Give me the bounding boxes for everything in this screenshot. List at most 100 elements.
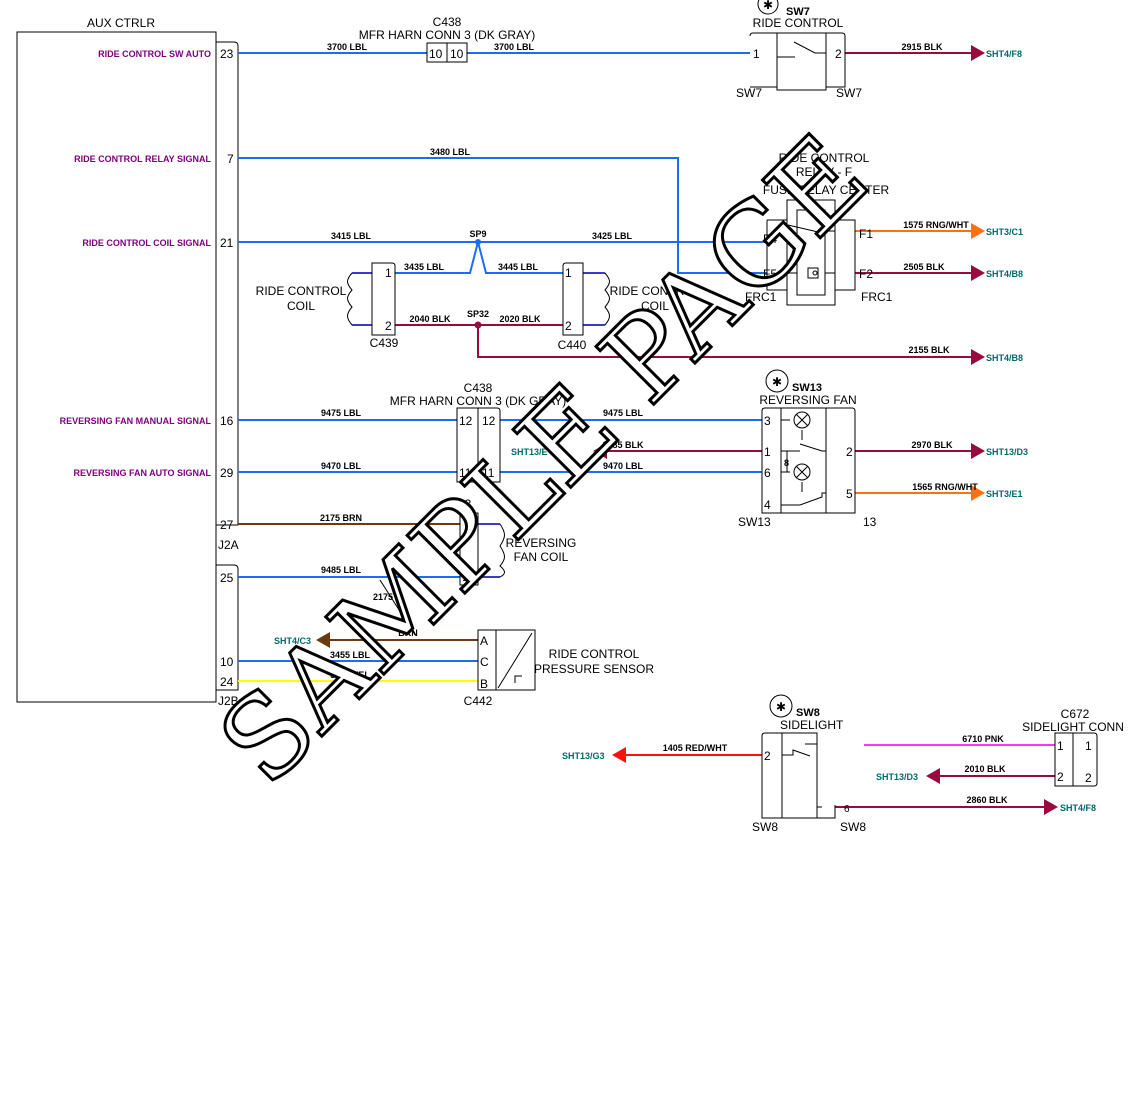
sheet-ref-link[interactable]: SHT4/F8 xyxy=(986,49,1022,59)
component-id: SW8 xyxy=(796,707,820,719)
pin-number: 27 xyxy=(220,518,234,532)
sheet-ref-link[interactable]: SHT3/E1 xyxy=(986,489,1023,499)
location-label: SW7 xyxy=(736,86,762,100)
connector-j2b xyxy=(216,564,239,691)
pin-number: 4 xyxy=(764,498,771,512)
component-name: RIDE CONTROL xyxy=(610,284,701,298)
sheet-ref-link[interactable]: SHT4/B8 xyxy=(986,353,1023,363)
wire-label: 3700 LBL xyxy=(494,42,535,52)
pin-number: 6 xyxy=(764,466,771,480)
switch-sw7: ✱ SW7 RIDE CONTROL 1 2 SW7 SW7 xyxy=(736,0,862,100)
wire-label: BRN xyxy=(398,628,418,638)
pin-number: 2 xyxy=(1057,770,1064,784)
wire-label: 3445 LBL xyxy=(498,262,539,272)
connector-id: C442 xyxy=(464,694,493,708)
pin-number: 1 xyxy=(753,47,760,61)
splices: SP9 SP32 xyxy=(467,229,489,329)
pin-number: F4 xyxy=(763,232,777,246)
sheet-ref-link[interactable]: SHT13/D3 xyxy=(876,772,918,782)
connector-j2b-label: J2B xyxy=(218,694,239,708)
wire-label: 2040 BLK xyxy=(409,314,451,324)
connector-j2a-label: J2A xyxy=(218,538,239,552)
connector-id: C443 xyxy=(443,497,472,511)
wire-label: 2175 xyxy=(373,592,393,602)
pin-number: C xyxy=(480,655,489,669)
pin-number: 25 xyxy=(220,571,234,585)
sheet-ref-link[interactable]: SHT4/C3 xyxy=(274,636,311,646)
pin-number: 11 xyxy=(459,466,472,480)
wire-label: 9470 LBL xyxy=(321,461,362,471)
component-name: COIL xyxy=(287,299,315,313)
sheet-ref-link[interactable]: SHT13/E xyxy=(511,447,548,457)
asterisk-icon: ✱ xyxy=(763,0,773,12)
reversing-fan-coil: C443 1 REVERSING FAN COIL xyxy=(443,497,577,586)
pin-number: 16 xyxy=(220,414,234,428)
pin-number: F5 xyxy=(763,267,777,281)
wire-2175-leader xyxy=(379,579,416,636)
pin-number: 2 xyxy=(385,319,392,333)
splice-label: SP32 xyxy=(467,309,489,319)
pin-number: 2 xyxy=(846,445,853,459)
wire-label: 1565 RNG/WHT xyxy=(912,482,978,492)
module-box xyxy=(16,31,217,703)
location-label: SW13 xyxy=(738,515,771,529)
location-label: FRC1 xyxy=(745,290,777,304)
wire-label: 3415 LBL xyxy=(331,231,372,241)
pin-number: 10 xyxy=(220,655,234,669)
sheet-ref-link[interactable]: SHT4/F8 xyxy=(1060,803,1096,813)
wire-label: 2010 BLK xyxy=(964,764,1006,774)
pin-number: 12 xyxy=(459,414,473,428)
wire-label: 3700 LBL xyxy=(327,42,368,52)
pin-number: A xyxy=(480,634,488,648)
signal-label: RIDE CONTROL RELAY SIGNAL xyxy=(74,154,211,164)
component-name: SIDELIGHT xyxy=(780,718,844,732)
splice-sp32 xyxy=(474,321,482,329)
pin-number: 1 xyxy=(1057,739,1064,753)
wire-label: 2915 BLK xyxy=(901,42,943,52)
wire-2155 xyxy=(477,325,985,365)
signal-label: REVERSING FAN AUTO SIGNAL xyxy=(73,468,211,478)
wire-label: 2155 BLK xyxy=(908,345,950,355)
pin-number: 11 xyxy=(482,466,495,480)
component-name: RIDE CONTROL xyxy=(256,284,347,298)
wire-label: 9470 LBL xyxy=(603,461,644,471)
connector-name: MFR HARN CONN 3 (DK GRAY) xyxy=(359,28,535,42)
inner-label: 8 xyxy=(784,458,789,468)
location-label: SW8 xyxy=(752,820,778,834)
connector-id: C438 xyxy=(464,381,493,395)
switch-sw8: ✱ SW8 SIDELIGHT 2 6 SW8 SW8 xyxy=(752,694,866,834)
component-name: RIDE CONTROL xyxy=(779,151,870,165)
sheet-references[interactable]: SHT4/F8 SHT3/C1 SHT4/B8 SHT4/B8 SHT13/E … xyxy=(274,49,1096,813)
component-id: SW7 xyxy=(786,6,810,18)
connector-name: MFR HARN CONN 3 (DK GRAY) xyxy=(390,394,566,408)
asterisk-icon xyxy=(769,694,793,718)
signal-label: RIDE CONTROL SW AUTO xyxy=(98,49,211,59)
connector-name: SIDELIGHT CONN xyxy=(1022,720,1124,734)
pin-number: 1 xyxy=(462,570,469,584)
component-name: REVERSING FAN xyxy=(759,393,856,407)
component-name: FAN COIL xyxy=(514,550,569,564)
wires xyxy=(238,45,1058,815)
pressure-sensor: A C B C442 RIDE CONTROL PRESSURE SENSOR xyxy=(464,629,654,708)
splice-sp9 xyxy=(475,239,481,245)
wire-label: 3435 LBL xyxy=(404,262,445,272)
wire-label: 2860 BLK xyxy=(966,795,1008,805)
connector-c438-top: C438 MFR HARN CONN 3 (DK GRAY) 10 10 xyxy=(359,15,535,63)
sheet-ref-link[interactable]: SHT4/B8 xyxy=(986,269,1023,279)
wire-label: 1575 RNG/WHT xyxy=(903,220,969,230)
signal-label: REVERSING FAN MANUAL SIGNAL xyxy=(60,416,212,426)
switch-sw13: ✱ SW13 REVERSING FAN 8 3 1 6 4 2 5 SW13 … xyxy=(738,369,877,529)
wire-label: 3425 LBL xyxy=(592,231,633,241)
asterisk-icon xyxy=(765,369,789,393)
wire-3480 xyxy=(238,157,767,274)
pin-number: 1 xyxy=(385,266,392,280)
sheet-ref-link[interactable]: SHT13/G3 xyxy=(562,751,605,761)
pin-number: 1 xyxy=(1085,739,1092,753)
sheet-ref-link[interactable]: SHT13/D3 xyxy=(986,447,1028,457)
location-label: FRC1 xyxy=(861,290,893,304)
sheet-ref-link[interactable]: SHT3/C1 xyxy=(986,227,1023,237)
component-name: REVERSING xyxy=(506,536,577,550)
pin-number: 6 xyxy=(844,804,850,815)
pin-number: 21 xyxy=(220,236,234,250)
component-id: SW13 xyxy=(792,382,822,394)
